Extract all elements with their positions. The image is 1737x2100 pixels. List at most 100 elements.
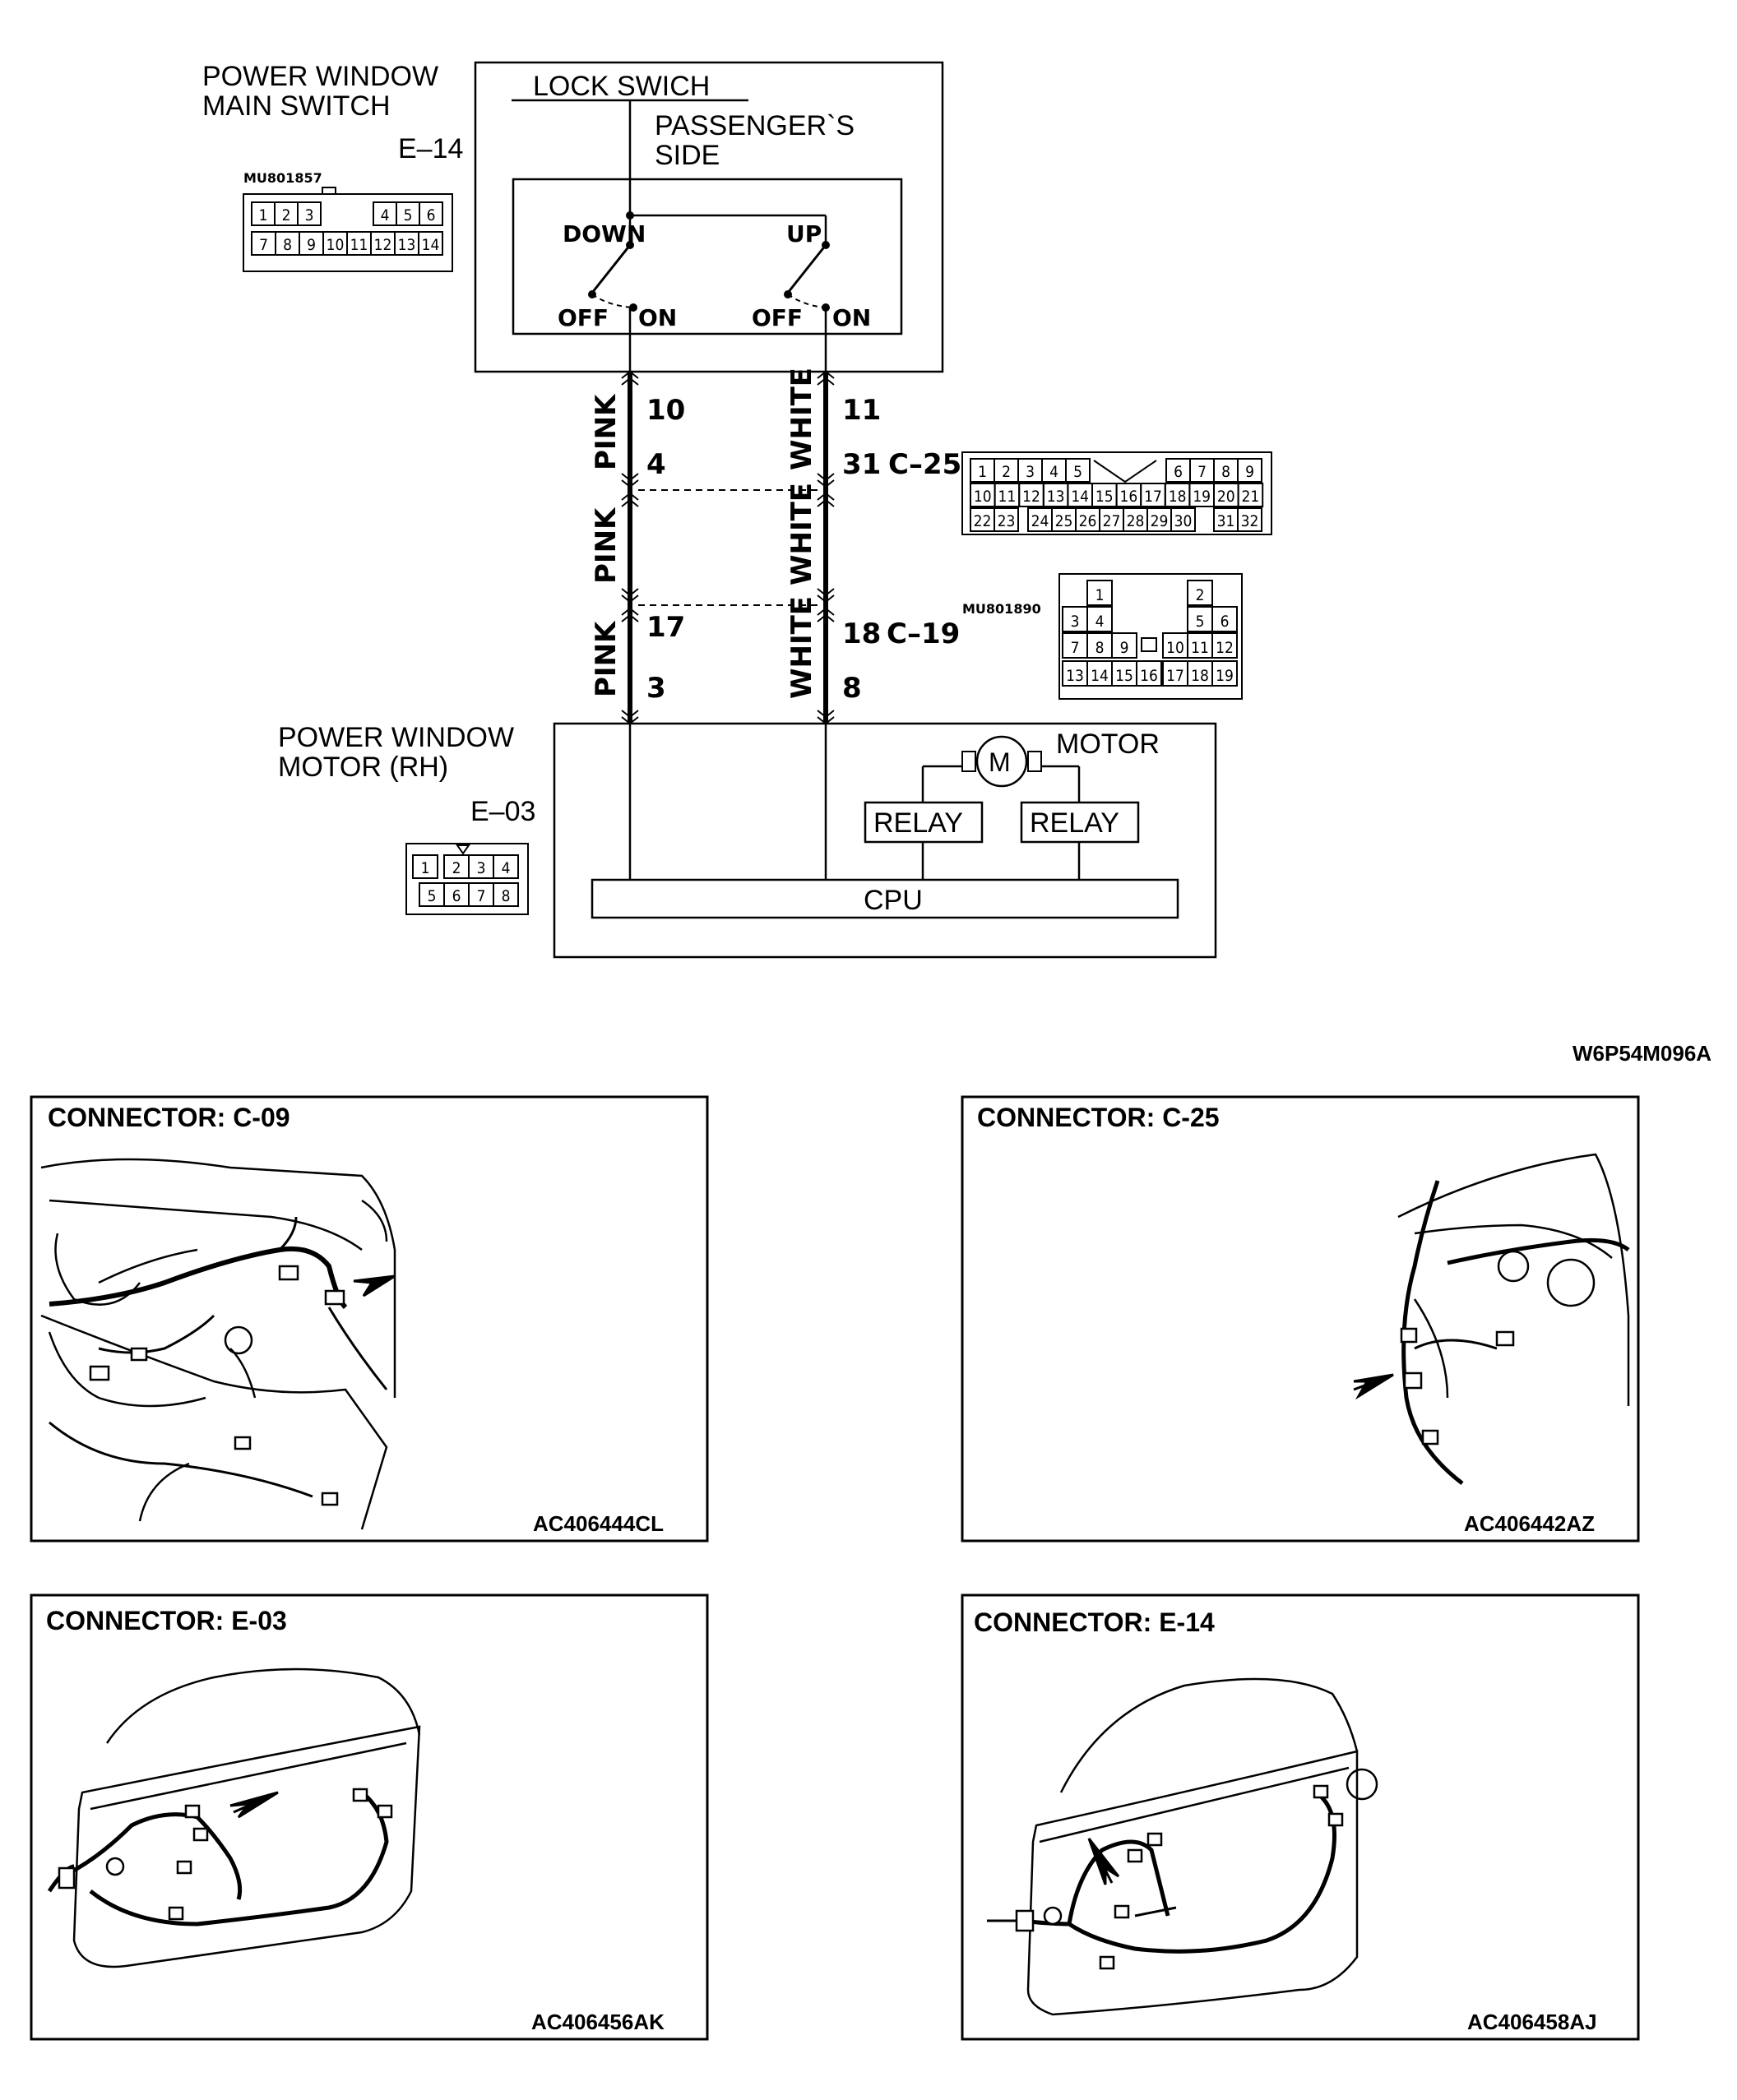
c19-pin-2: 2 (1187, 580, 1213, 606)
wire-color-white-3: WHITE (785, 596, 818, 699)
harness-wires: PINK PINK PINK WHITE WHITE WHITE 10 11 4… (590, 368, 961, 725)
e03-pin-6: 6 (443, 882, 470, 907)
e14-pin-5: 5 (396, 201, 420, 226)
svg-text:19: 19 (1216, 667, 1234, 685)
panel-c25: CONNECTOR: C-25 AC406442AZ (961, 1095, 1640, 1543)
svg-text:2: 2 (1196, 586, 1205, 604)
e14-pin-6: 6 (419, 201, 443, 226)
svg-text:6: 6 (427, 206, 436, 224)
passenger-switch-box (512, 178, 903, 335)
main-switch-part-number: MU801857 (243, 170, 322, 186)
e14-pin-12: 12 (370, 231, 396, 256)
arrow-icon (1353, 1373, 1394, 1400)
svg-text:11: 11 (350, 236, 368, 254)
svg-text:11: 11 (998, 488, 1017, 506)
pin-11: 11 (842, 394, 881, 427)
motor-symbol (975, 735, 1028, 788)
connector-blocks-e14 (1015, 1784, 1344, 1970)
c25-pin-27: 27 (1099, 507, 1124, 532)
svg-text:18: 18 (1191, 667, 1209, 685)
svg-text:13: 13 (1047, 488, 1065, 506)
svg-text:4: 4 (381, 206, 390, 224)
on-label-left: ON (638, 304, 677, 331)
pin-10: 10 (646, 394, 685, 427)
motor-label: MOTOR (1056, 729, 1160, 760)
motor-unit-connector-id: E–03 (470, 796, 535, 827)
svg-text:19: 19 (1193, 488, 1211, 506)
svg-text:14: 14 (1071, 488, 1089, 506)
c25-pin-14: 14 (1067, 483, 1094, 507)
c25-pin-22: 22 (970, 507, 995, 532)
svg-text:3: 3 (305, 206, 314, 224)
e03-pin-3: 3 (468, 854, 494, 879)
off-label-right: OFF (752, 304, 803, 331)
pin-17: 17 (646, 611, 685, 644)
svg-text:8: 8 (1221, 463, 1230, 481)
c19-part-number: MU801890 (962, 601, 1041, 617)
svg-text:10: 10 (327, 236, 345, 254)
down-label: DOWN (563, 220, 646, 247)
pin-3: 3 (646, 672, 666, 705)
svg-text:4: 4 (1049, 463, 1058, 481)
svg-text:13: 13 (398, 236, 416, 254)
e14-pin-2: 2 (274, 201, 299, 226)
svg-text:7: 7 (1071, 639, 1080, 657)
panel-e03-title: CONNECTOR: E-03 (46, 1606, 287, 1635)
panel-c25-code: AC406442AZ (1464, 1511, 1595, 1536)
connector-blocks-c09 (89, 1265, 345, 1506)
svg-text:16: 16 (1120, 488, 1138, 506)
connector-break-mark (817, 473, 835, 488)
svg-text:31: 31 (1217, 512, 1235, 530)
c19-connector-id: C–19 (887, 618, 960, 650)
panel-c25-title: CONNECTOR: C-25 (977, 1103, 1220, 1132)
svg-text:20: 20 (1217, 488, 1235, 506)
wire-color-pink-1: PINK (590, 393, 623, 470)
c25-pin-3: 3 (1017, 458, 1043, 483)
main-switch-title-2: MAIN SWITCH (202, 90, 391, 122)
svg-text:10: 10 (1166, 639, 1184, 657)
on-label-right: ON (832, 304, 871, 331)
svg-text:1: 1 (978, 463, 987, 481)
main-switch-connector-id: E–14 (398, 133, 463, 164)
c19-pin-7: 7 (1062, 632, 1088, 659)
svg-text:12: 12 (1216, 639, 1234, 657)
connector-break-mark (621, 588, 639, 604)
wire-color-pink-3: PINK (590, 620, 623, 697)
connector-break-mark (817, 588, 835, 604)
connector-break-mark (621, 473, 639, 488)
main-switch-block: POWER WINDOW MAIN SWITCH E–14 MU801857 1… (202, 61, 944, 373)
connector-break-mark (621, 607, 639, 622)
svg-text:7: 7 (259, 236, 268, 254)
svg-text:8: 8 (283, 236, 292, 254)
svg-text:2: 2 (452, 859, 461, 877)
svg-text:1: 1 (421, 859, 430, 877)
c25-pin-24: 24 (1027, 507, 1053, 532)
panel-c09: CONNECTOR: C-09 AC406444CL (30, 1095, 709, 1543)
harness-e14 (987, 1790, 1336, 1954)
svg-text:32: 32 (1241, 512, 1259, 530)
c19-pin-19: 19 (1211, 660, 1238, 687)
svg-text:6: 6 (1174, 463, 1183, 481)
c25-pin-8: 8 (1213, 458, 1239, 483)
dashboard-illustration-c09 (40, 1158, 396, 1530)
svg-text:2: 2 (1002, 463, 1011, 481)
svg-text:13: 13 (1066, 667, 1084, 685)
connector-break-mark (817, 492, 835, 507)
c25-pin-26: 26 (1075, 507, 1100, 532)
c25-pin-29: 29 (1146, 507, 1172, 532)
svg-text:5: 5 (404, 206, 413, 224)
c19-pin-14: 14 (1086, 660, 1113, 687)
panel-e14: CONNECTOR: E-14 AC406458AJ (961, 1594, 1640, 2041)
panel-e14-title: CONNECTOR: E-14 (974, 1607, 1215, 1637)
pin-18: 18 (842, 618, 881, 650)
c19-pin-9: 9 (1111, 632, 1137, 659)
c19-pin-1: 1 (1086, 580, 1113, 606)
svg-text:4: 4 (502, 859, 511, 877)
svg-text:6: 6 (1221, 613, 1230, 631)
connector-blocks-c25 (1400, 1327, 1515, 1445)
svg-text:5: 5 (1073, 463, 1082, 481)
c25-pin-5: 5 (1065, 458, 1091, 483)
svg-text:9: 9 (307, 236, 316, 254)
c25-pin-13: 13 (1042, 483, 1069, 507)
